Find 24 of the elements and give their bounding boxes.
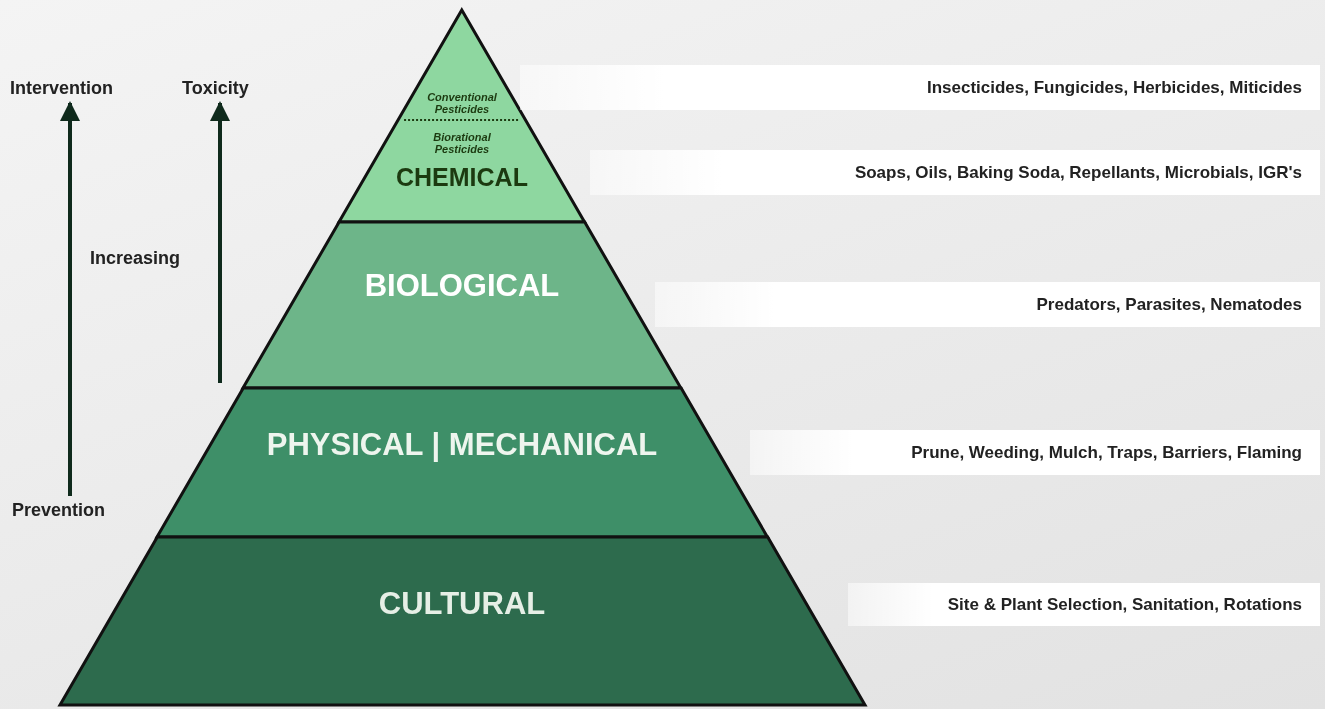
example-band [750,430,1320,475]
example-list: Insecticides, Fungicides, Herbicides, Miticides [926,77,1302,98]
example-list: Soaps, Oils, Baking Soda, Repellants, Microbials, IGR's [854,162,1302,183]
pyramid-tier [59,537,865,705]
axis-label: Intervention [10,78,113,99]
pyramid-tier [156,388,768,537]
example-list: Predators, Parasites, Nematodes [1036,294,1302,315]
note-text: Increasing [90,248,181,269]
example-list: Site & Plant Selection, Sanitation, Rotations [947,594,1302,615]
tier-sublabel: Biorational Pesticides [432,131,492,156]
tier-label: CULTURAL [377,586,547,623]
pyramid-tier [243,222,681,388]
tier-sublabel: Conventional Pesticides [426,91,498,116]
tier-label: PHYSICAL | MECHANICAL [265,427,659,464]
axis-label: Prevention [12,500,106,521]
example-band [848,583,1320,626]
tier-label: CHEMICAL [395,163,529,192]
arrow [60,101,80,496]
axis-label: Toxicity [182,78,249,99]
tier-label: BIOLOGICAL [363,268,561,305]
example-band [520,65,1320,110]
example-band [655,282,1320,327]
arrow [210,101,230,383]
example-list: Prune, Weeding, Mulch, Traps, Barriers, Flaming [911,442,1302,463]
